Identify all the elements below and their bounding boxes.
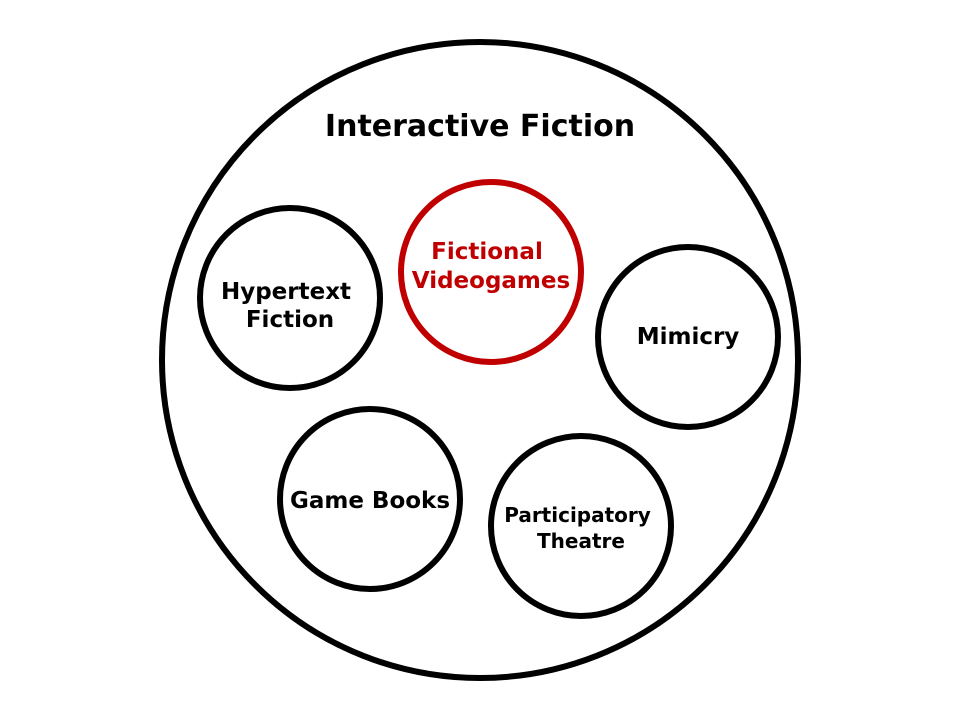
game-books-circle (277, 406, 463, 592)
participatory-theatre-label: Participatory Theatre (504, 503, 658, 553)
fictional-videogames-line-2: Videogames (412, 268, 570, 294)
hypertext-fiction-label: Hypertext Fiction (221, 279, 359, 333)
interactive-fiction-title: Interactive Fiction (325, 109, 635, 144)
fictional-videogames-label: Fictional Videogames (412, 239, 570, 294)
fictional-videogames-line-1: Fictional (431, 239, 543, 265)
participatory-theatre-line-2: Theatre (537, 529, 625, 553)
hypertext-fiction-circle (197, 205, 383, 391)
mimicry-circle (595, 244, 781, 430)
mimicry-label: Mimicry (637, 324, 740, 350)
hypertext-fiction-line-2: Fiction (246, 307, 334, 333)
fictional-videogames-circle (398, 179, 584, 365)
interactive-fiction-circle (159, 39, 801, 681)
game-books-label: Game Books (290, 488, 450, 514)
hypertext-fiction-line-1: Hypertext (221, 279, 351, 305)
participatory-theatre-circle (488, 433, 674, 619)
participatory-theatre-line-1: Participatory (504, 503, 651, 527)
